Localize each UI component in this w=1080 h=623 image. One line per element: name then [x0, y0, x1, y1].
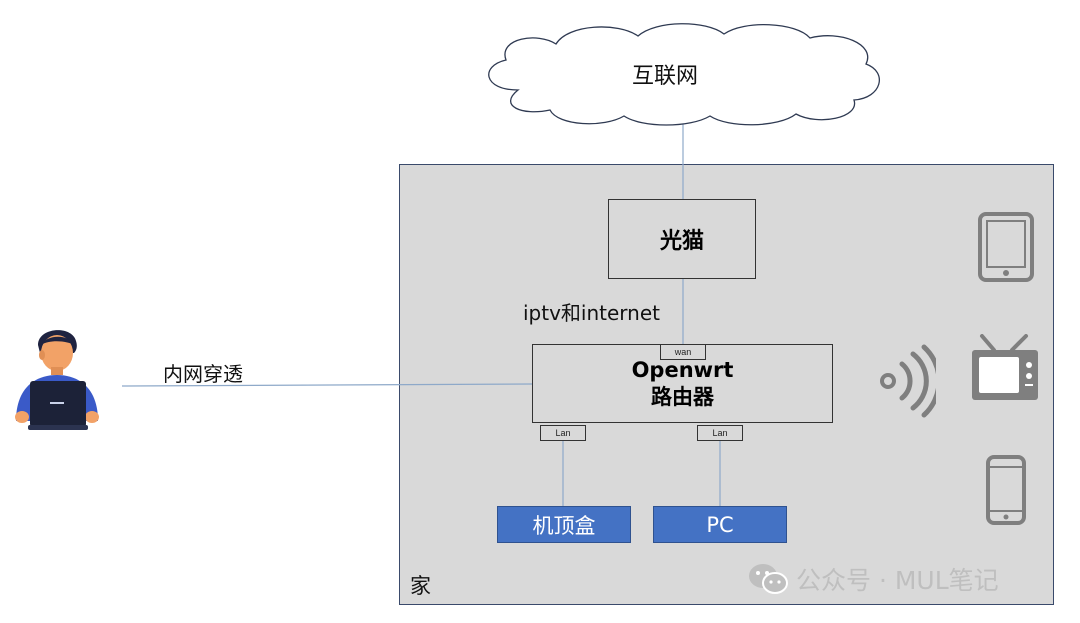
tv-icon	[972, 334, 1038, 400]
router-label-line1: Openwrt	[631, 357, 734, 382]
pc-label: PC	[706, 512, 734, 537]
modem-label: 光猫	[659, 229, 704, 254]
router-label-line2: 路由器	[651, 384, 714, 409]
modem-router-edge-label: iptv和internet	[523, 301, 661, 325]
lan-port-1: Lan	[540, 425, 586, 441]
set-top-box-node: 机顶盒	[497, 506, 631, 543]
remote-edge-label: 内网穿透	[163, 362, 243, 386]
modem-node: 光猫	[608, 199, 756, 279]
set-top-box-label: 机顶盒	[532, 513, 596, 538]
person-laptop-icon	[15, 330, 99, 430]
wifi-signal-icon	[880, 344, 936, 418]
watermark: 公众号 · MUL笔记	[748, 561, 999, 597]
home-label: 家	[410, 574, 431, 598]
internet-label: 互联网	[631, 64, 698, 89]
tablet-icon	[978, 212, 1034, 282]
wan-port: wan	[660, 344, 706, 360]
watermark-text: 公众号 · MUL笔记	[796, 566, 999, 595]
pc-node: PC	[653, 506, 787, 543]
phone-icon	[986, 455, 1026, 525]
lan-port-2: Lan	[697, 425, 743, 441]
wechat-icon	[749, 564, 788, 594]
remote-to-router-line	[121, 383, 533, 387]
internet-cloud	[488, 23, 880, 126]
